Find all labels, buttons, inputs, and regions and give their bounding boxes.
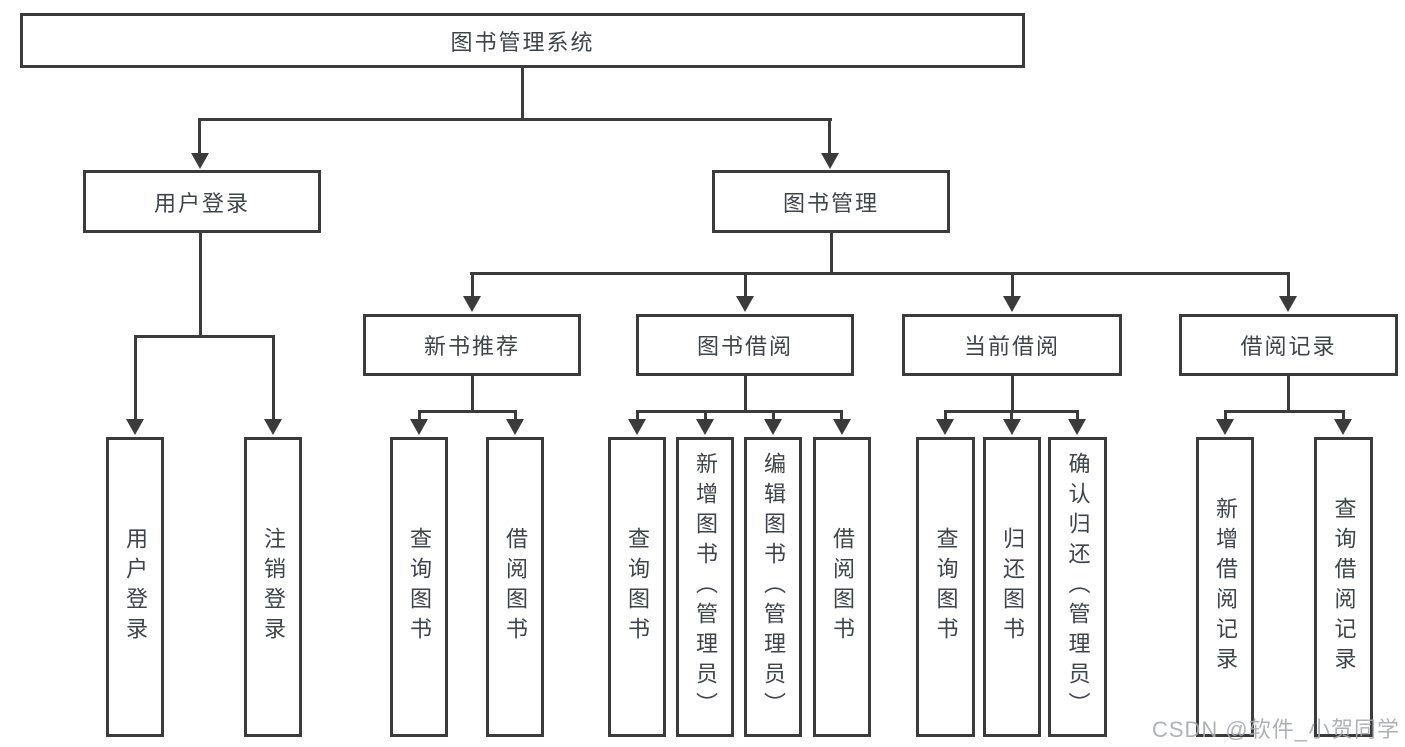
arrowhead-down-icon (696, 419, 714, 435)
arrowhead-down-icon (1216, 419, 1234, 435)
node-leaf-cb-confirm-return-admin: 确认归还（管理员） (1048, 437, 1107, 737)
node-leaf-bb-borrow-book: 借阅图书 (813, 437, 871, 737)
connector-line (198, 118, 832, 121)
arrowhead-down-icon (410, 419, 428, 435)
connector-line (1010, 410, 1013, 420)
connector-line (1076, 410, 1079, 420)
connector-line (514, 410, 517, 420)
arrowhead-down-icon (833, 419, 851, 435)
node-leaf-cb-return-book: 归还图书 (983, 437, 1041, 737)
arrowhead-down-icon (1003, 296, 1021, 312)
connector-line (134, 335, 275, 338)
arrowhead-down-icon (191, 153, 209, 169)
connector-line (744, 376, 747, 410)
arrowhead-down-icon (936, 419, 954, 435)
connector-line (134, 335, 137, 420)
connector-line (840, 410, 843, 420)
arrowhead-down-icon (628, 419, 646, 435)
connector-line (471, 272, 474, 297)
connector-line (198, 118, 201, 155)
connector-line (272, 335, 275, 420)
connector-line (1224, 410, 1227, 420)
node-new-book-recommend: 新书推荐 (363, 314, 581, 376)
node-leaf-bb-query-book: 查询图书 (608, 437, 666, 737)
node-book-borrowing: 图书借阅 (636, 314, 854, 376)
arrowhead-down-icon (506, 419, 524, 435)
connector-line (418, 410, 421, 420)
connector-line (636, 410, 639, 420)
connector-line (636, 410, 843, 413)
node-user-login: 用户登录 (83, 170, 321, 233)
node-library-management-system: 图书管理系统 (20, 13, 1025, 68)
connector-line (470, 272, 1290, 275)
arrowhead-down-icon (126, 419, 144, 435)
arrowhead-down-icon (1068, 419, 1086, 435)
arrowhead-down-icon (821, 153, 839, 169)
connector-line (418, 410, 517, 413)
connector-line (1224, 410, 1344, 413)
connector-line (704, 410, 707, 420)
arrowhead-down-icon (1334, 419, 1352, 435)
arrowhead-down-icon (1003, 419, 1021, 435)
arrowhead-down-icon (264, 419, 282, 435)
arrowhead-down-icon (764, 419, 782, 435)
node-leaf-nb-borrow-book: 借阅图书 (486, 437, 544, 737)
node-book-management: 图书管理 (712, 170, 950, 233)
node-leaf-cb-query-book: 查询图书 (916, 437, 975, 737)
node-leaf-br-add-record: 新增借阅记录 (1196, 437, 1254, 737)
node-leaf-br-query-record: 查询借阅记录 (1314, 437, 1373, 737)
arrowhead-down-icon (1279, 296, 1297, 312)
connector-line (944, 410, 947, 420)
connector-line (199, 233, 202, 335)
arrowhead-down-icon (736, 296, 754, 312)
connector-line (772, 410, 775, 420)
node-leaf-user-login: 用户登录 (106, 437, 164, 737)
node-leaf-bb-edit-book-admin: 编辑图书（管理员） (744, 437, 802, 737)
connector-line (471, 376, 474, 410)
arrowhead-down-icon (463, 296, 481, 312)
connector-line (744, 272, 747, 297)
connector-line (1342, 410, 1345, 420)
connector-line (1287, 376, 1290, 410)
connector-line (1011, 272, 1014, 297)
connector-line (1011, 376, 1014, 410)
node-leaf-bb-add-book-admin: 新增图书（管理员） (676, 437, 734, 737)
node-leaf-logout: 注销登录 (244, 437, 302, 737)
node-current-borrowing: 当前借阅 (902, 314, 1122, 376)
connector-line (828, 118, 831, 155)
csdn-watermark: CSDN @软件_小贺同学 (1151, 717, 1400, 742)
node-leaf-nb-query-book: 查询图书 (390, 437, 448, 737)
connector-line (1287, 272, 1290, 297)
connector-line (830, 233, 833, 272)
node-borrow-records: 借阅记录 (1179, 314, 1398, 376)
connector-line (521, 68, 524, 118)
